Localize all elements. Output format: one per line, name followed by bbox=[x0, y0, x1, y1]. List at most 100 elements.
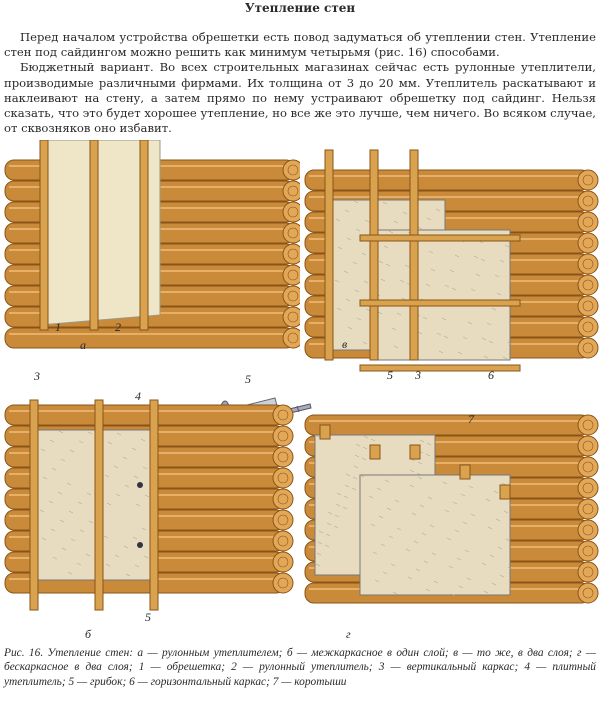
texture bbox=[334, 279, 340, 283]
log-ring bbox=[277, 514, 289, 526]
texture bbox=[388, 535, 394, 539]
texture bbox=[402, 211, 408, 215]
paragraph: Бюджетный вариант. Во всех строительных … bbox=[4, 60, 596, 136]
log-end bbox=[577, 435, 599, 457]
texture bbox=[462, 521, 468, 525]
board bbox=[89, 139, 99, 331]
texture bbox=[444, 284, 450, 288]
texture bbox=[336, 492, 342, 496]
label-1: 1 bbox=[55, 320, 61, 334]
texture bbox=[335, 503, 341, 507]
log-ring bbox=[582, 461, 594, 473]
board bbox=[499, 484, 511, 500]
fungus-head bbox=[137, 482, 143, 488]
texture bbox=[103, 535, 109, 539]
log-ring bbox=[582, 545, 594, 557]
texture bbox=[493, 490, 499, 494]
texture bbox=[467, 321, 473, 325]
log-ring bbox=[287, 290, 299, 302]
texture bbox=[114, 554, 120, 558]
texture bbox=[491, 307, 497, 311]
texture bbox=[454, 254, 460, 258]
texture bbox=[384, 479, 390, 483]
texture bbox=[435, 208, 441, 212]
texture bbox=[343, 270, 349, 274]
log-ring bbox=[582, 419, 594, 431]
insulation-slab bbox=[359, 474, 511, 596]
texture bbox=[132, 536, 138, 540]
texture bbox=[376, 487, 382, 491]
texture bbox=[466, 577, 472, 581]
texture bbox=[85, 553, 91, 557]
log-ring bbox=[582, 587, 594, 599]
paragraph: Перед началом устройства обрешетки есть … bbox=[4, 30, 596, 60]
log-ring bbox=[287, 311, 299, 323]
texture bbox=[429, 524, 435, 528]
texture bbox=[470, 513, 476, 517]
texture bbox=[362, 446, 368, 450]
texture bbox=[446, 537, 452, 541]
insulation-slab bbox=[369, 229, 511, 361]
texture bbox=[353, 200, 359, 204]
texture bbox=[388, 230, 394, 234]
texture bbox=[57, 491, 63, 495]
texture bbox=[417, 226, 423, 230]
texture bbox=[61, 547, 67, 551]
texture bbox=[409, 469, 415, 473]
texture bbox=[489, 554, 495, 558]
texture bbox=[79, 529, 85, 533]
texture bbox=[507, 566, 513, 570]
figure-v-two-layer: в 5 3 6 bbox=[300, 140, 600, 385]
log-ring bbox=[582, 440, 594, 452]
texture bbox=[370, 438, 376, 442]
texture bbox=[363, 435, 369, 439]
texture bbox=[76, 562, 82, 566]
texture bbox=[480, 258, 486, 262]
log-ring bbox=[277, 472, 289, 484]
texture bbox=[41, 537, 47, 541]
texture bbox=[344, 484, 350, 488]
texture bbox=[144, 494, 150, 498]
label-3: 3 bbox=[34, 369, 40, 383]
board bbox=[409, 149, 419, 361]
texture bbox=[385, 263, 391, 267]
texture bbox=[352, 261, 358, 265]
texture bbox=[393, 220, 399, 224]
texture bbox=[59, 519, 65, 523]
texture bbox=[52, 556, 58, 560]
texture bbox=[422, 316, 428, 320]
texture bbox=[475, 273, 481, 277]
texture bbox=[495, 518, 501, 522]
texture bbox=[407, 576, 413, 580]
texture bbox=[468, 485, 474, 489]
texture bbox=[353, 465, 359, 469]
log-ring bbox=[582, 174, 594, 186]
figure-g-frameless: 7 г bbox=[300, 385, 600, 641]
texture bbox=[49, 439, 55, 443]
log-ring bbox=[582, 237, 594, 249]
texture bbox=[40, 448, 46, 452]
texture bbox=[499, 259, 505, 263]
texture bbox=[67, 571, 73, 575]
log-end bbox=[577, 211, 599, 233]
log-ring bbox=[582, 503, 594, 515]
figure-letter-v: в bbox=[342, 337, 348, 351]
texture bbox=[122, 456, 128, 460]
texture bbox=[433, 580, 439, 584]
texture bbox=[392, 591, 398, 595]
texture bbox=[396, 527, 402, 531]
log-ring bbox=[582, 342, 594, 354]
texture bbox=[396, 312, 402, 316]
texture bbox=[417, 331, 423, 335]
log-ring bbox=[582, 300, 594, 312]
board bbox=[359, 364, 521, 372]
texture bbox=[448, 565, 454, 569]
log-end bbox=[577, 414, 599, 436]
log bbox=[304, 414, 591, 436]
texture bbox=[326, 522, 332, 526]
log-end bbox=[272, 425, 294, 447]
texture bbox=[77, 501, 83, 505]
texture bbox=[115, 493, 121, 497]
label-2: 2 bbox=[115, 320, 121, 334]
log-end bbox=[282, 327, 304, 349]
